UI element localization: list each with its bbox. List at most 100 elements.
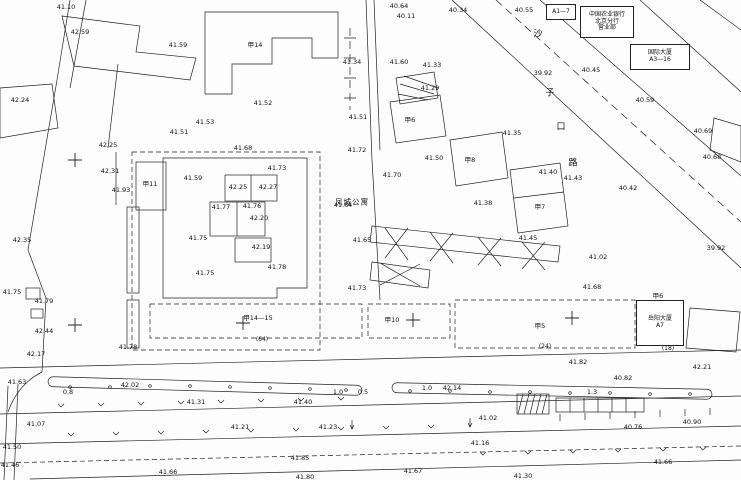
elevation-label: 41.51 [348,112,368,121]
elevation-label: 41.73 [267,163,287,172]
elevation-label: 41.67 [403,466,423,475]
elevation-label: (64) [255,336,269,343]
elevation-label: 42.21 [692,362,712,371]
road-edge [0,395,741,415]
elevation-label: 41.63 [7,377,27,386]
elevation-label: 41.30 [513,471,533,480]
box-text-line: 营业部 [597,24,616,32]
elevation-label: 41.85 [290,453,310,462]
street-name-char: 子 [545,88,555,99]
elevation-label: 41.70 [382,170,402,179]
bank-label-box: 中国农业银行北京分行营业部 [580,6,634,38]
complex-boundary [131,151,321,351]
building-label: 甲10 [384,315,400,324]
elevation-label: 40.34 [448,5,468,14]
parcel-boundary-line [27,0,71,373]
elevation-label: 41.59 [183,173,203,182]
elevation-label: 41.64 [333,200,353,209]
elevation-label: (24) [538,343,552,350]
elevation-label: 1.0 [332,387,344,396]
elevation-label: 41.38 [473,198,493,207]
building-label: 甲7 [534,202,546,211]
grid-cross [68,318,82,332]
elevation-label: 1.0 [421,383,433,392]
elevation-label: 40.82 [613,373,633,382]
elevation-label: 40.11 [396,11,416,20]
street-centerline [495,0,741,223]
elevation-label: 42.25 [228,182,248,191]
elevation-label: 40.69 [693,126,713,135]
elevation-label: 41.51 [169,127,189,136]
elevation-label: 40.68 [702,152,722,161]
building-label: 甲8 [464,155,476,164]
box-text-line: 国际大厦 [647,49,672,57]
elevation-label: 40.90 [682,417,702,426]
elevation-label: 41.40 [538,167,558,176]
elevation-label: 41.78 [118,342,138,351]
elevation-label: 40.55 [514,5,534,14]
elevation-label: 41.68 [233,143,253,152]
elevation-label: 41.75 [195,268,215,277]
elevation-label: 41.82 [568,357,588,366]
elevation-label: 41.21 [230,422,250,431]
building-label: 甲14—15 [243,313,273,322]
elevation-label: 41.72 [347,145,367,154]
elevation-label: 42.25 [98,140,118,149]
elevation-label: 42.31 [100,166,120,175]
elevation-label: 41.77 [211,202,231,211]
building-label: 甲11 [142,179,158,188]
elevation-label: 41.50 [424,153,444,162]
elevation-label: 41.07 [26,419,46,428]
elevation-label: 41.50 [2,442,22,451]
box-text-line: A7 [656,322,664,329]
street-edge [451,0,741,269]
elevation-label: 40.64 [389,1,409,10]
elevation-label: 0.5 [357,387,369,396]
building-outline [204,11,339,95]
elevation-label: 41.46 [0,460,20,469]
elevation-label: 41.45 [518,233,538,242]
elevation-label: 42.27 [258,182,278,191]
building-label: 凤城公寓 [335,197,369,207]
elevation-label: 41.79 [34,296,54,305]
elevation-label: (18) [661,345,675,352]
elevation-label: 42.44 [34,326,54,335]
street-name-char: 沙 [533,29,543,40]
elevation-label: 41.23 [318,422,338,431]
elevation-label: 42.17 [26,349,46,358]
grid-cross [406,313,420,327]
building-label: 甲6 [404,115,416,124]
elevation-label: 40.45 [581,65,601,74]
elevation-label: 41.33 [422,60,442,69]
elevation-label: 40.76 [623,422,643,431]
elevation-label: 41.93 [111,185,131,194]
elevation-label: 41.59 [168,40,188,49]
elevation-label: 42.19 [251,242,271,251]
box-text-line: 北京分行 [594,17,619,25]
elevation-label: 42.02 [120,380,140,389]
elevation-label: 40.42 [618,183,638,192]
elevation-label: 41.73 [347,283,367,292]
elevation-label: 41.34 [342,57,362,66]
elevation-label: 42.24 [10,95,30,104]
elevation-label: 41.02 [588,252,608,261]
elevation-label: 41.75 [188,233,208,242]
grid-cross [565,311,579,325]
elevation-label: 41.02 [478,413,498,422]
elevation-label: 41.53 [195,117,215,126]
building-label: 甲6 [652,291,664,300]
elevation-label: 41.52 [253,98,273,107]
building-label: 甲14 [247,40,263,49]
grid-cross [236,316,250,330]
elevation-label: 41.29 [420,83,440,92]
elevation-label: 40.59 [635,95,655,104]
elevation-label: 41.80 [295,472,315,480]
elevation-label: 41.68 [582,282,602,291]
elevation-label: 42.14 [442,383,462,392]
elevation-label: 41.40 [293,397,313,406]
road-edge [0,349,741,369]
